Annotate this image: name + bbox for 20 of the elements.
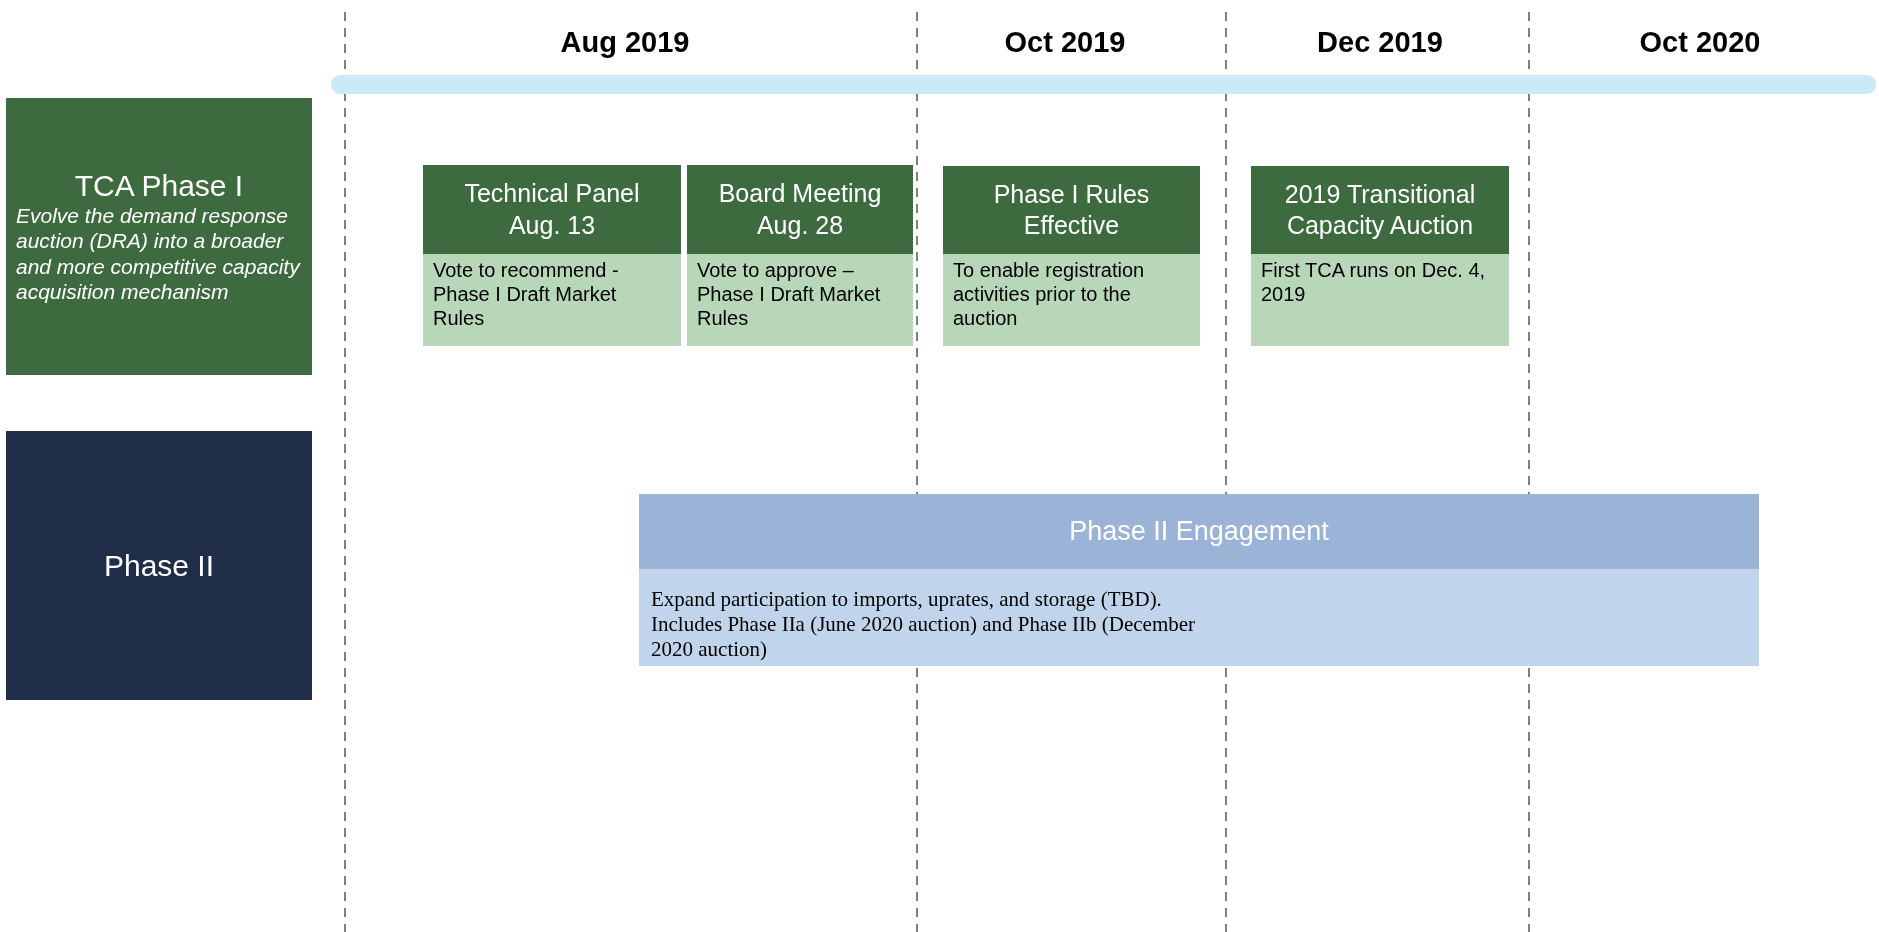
event-heading: 2019 Transitional Capacity Auction (1251, 166, 1509, 254)
event-heading: Board Meeting Aug. 28 (687, 165, 913, 254)
event-description: To enable registration activities prior to the auction (943, 254, 1200, 346)
month-label: Aug 2019 (559, 26, 691, 59)
phase-title: TCA Phase I (73, 169, 245, 204)
phase-box (6, 98, 312, 375)
event-description: Vote to approve – Phase I Draft Market Rules (687, 254, 913, 346)
phase-description: Evolve the demand response auction (DRA) into a broader and more competitive capacity acquisition mechanism (16, 203, 302, 304)
event-heading: Technical Panel Aug. 13 (423, 165, 681, 254)
band-description: Expand participation to imports, uprates, and storage (TBD). Includes Phase IIa (June 2020 auction) and Phase IIb (December 2020 auction) (651, 587, 1197, 663)
event-description: Vote to recommend - Phase I Draft Market Rules (423, 254, 681, 346)
timeline-bar (331, 75, 1876, 94)
month-label: Dec 2019 (1316, 26, 1444, 59)
phase-title: Phase II (103, 548, 215, 583)
month-label: Oct 2020 (1638, 26, 1762, 59)
event-description: First TCA runs on Dec. 4, 2019 (1251, 254, 1509, 346)
event-heading: Phase I Rules Effective (943, 166, 1200, 254)
band-heading: Phase II Engagement (639, 494, 1759, 569)
phase-box (6, 431, 312, 700)
month-label: Oct 2019 (1003, 26, 1127, 59)
